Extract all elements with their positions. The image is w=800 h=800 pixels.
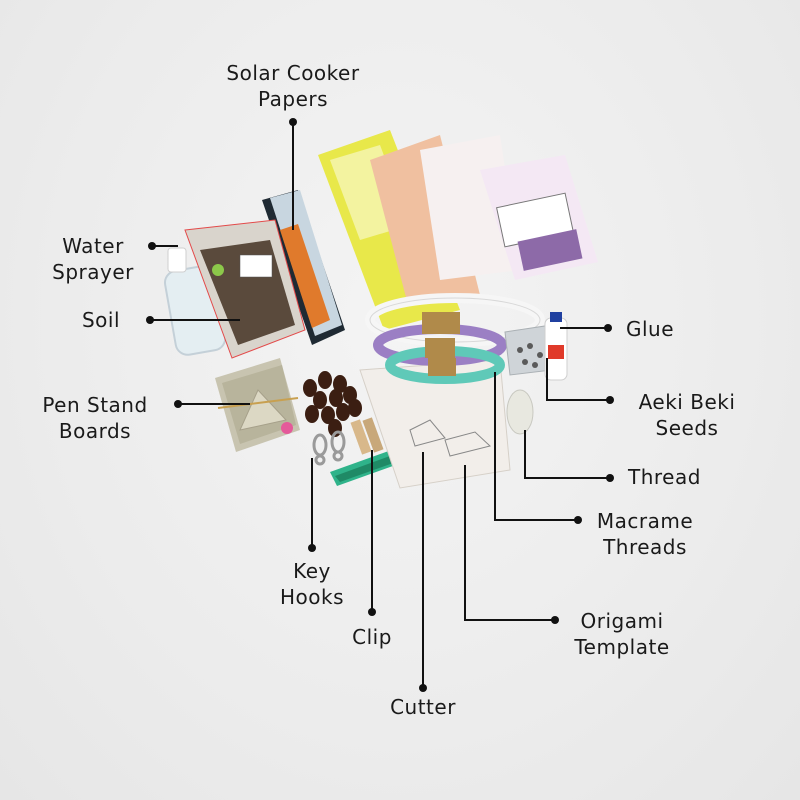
label-origami: Origami Template xyxy=(574,609,670,659)
paper-roll-icon xyxy=(262,190,345,345)
label-pen-stand: Pen Stand Boards xyxy=(42,393,148,443)
label-macrame: Macrame Threads xyxy=(596,509,694,559)
thread-bundle-icon xyxy=(506,389,534,435)
pen-stand-icon xyxy=(215,358,300,452)
leader-macrame xyxy=(494,372,578,521)
label-cutter: Cutter xyxy=(390,695,456,719)
key-hook-icon xyxy=(312,430,346,466)
label-aeki-beki: Aeki Beki Seeds xyxy=(638,390,736,440)
label-water-sprayer: Water Sprayer xyxy=(52,234,134,284)
leader-origami xyxy=(464,465,555,621)
label-soil: Soil xyxy=(81,308,120,332)
clothespin-icon xyxy=(350,417,384,455)
label-thread: Thread xyxy=(628,465,701,489)
soil-bag-icon xyxy=(184,219,306,359)
thread-spool-icon xyxy=(365,293,545,384)
label-clip: Clip xyxy=(352,625,392,649)
label-glue: Glue xyxy=(626,317,675,341)
glue-bottle-icon xyxy=(544,312,568,381)
leader-thread xyxy=(524,430,610,479)
leader-lines xyxy=(150,122,610,688)
label-key-hooks: Key Hooks xyxy=(279,559,344,609)
label-solar-cooker: Solar Cooker Papers xyxy=(226,61,360,111)
leader-aeki-beki xyxy=(546,358,610,401)
leader-dots xyxy=(146,118,614,692)
seed-icon xyxy=(303,371,362,437)
pamphlet-icon xyxy=(318,130,598,330)
